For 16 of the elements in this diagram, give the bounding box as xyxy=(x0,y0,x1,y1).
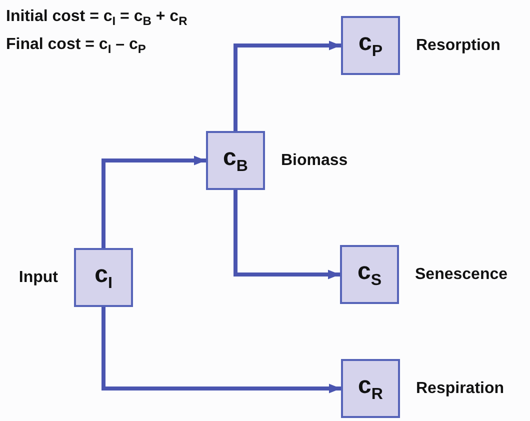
node-label: c$_{I}$ xyxy=(94,263,112,292)
connector-arrow xyxy=(234,190,340,280)
node-label: c$_{B}$ xyxy=(223,146,248,175)
node-label: c$_{P}$ xyxy=(358,31,383,60)
connector-arrow xyxy=(234,40,341,131)
node-caption: Senescence xyxy=(415,266,508,284)
node-caption: Respiration xyxy=(416,380,504,398)
formula-text: Initial cost = c$_{I}$ = c$_{B}$ + c$_{R}$ xyxy=(6,8,188,28)
node-label: c$_{R}$ xyxy=(358,374,383,403)
node-caption: Input xyxy=(18,268,58,286)
node-label: c$_{S}$ xyxy=(357,260,382,289)
connector-arrow xyxy=(102,156,206,248)
formula-text: Final cost = c$_{I}$ – c$_{P}$ xyxy=(6,36,146,56)
node-caption: Resorption xyxy=(416,36,500,54)
connector-arrow xyxy=(102,307,341,394)
node-caption: Biomass xyxy=(281,152,348,170)
